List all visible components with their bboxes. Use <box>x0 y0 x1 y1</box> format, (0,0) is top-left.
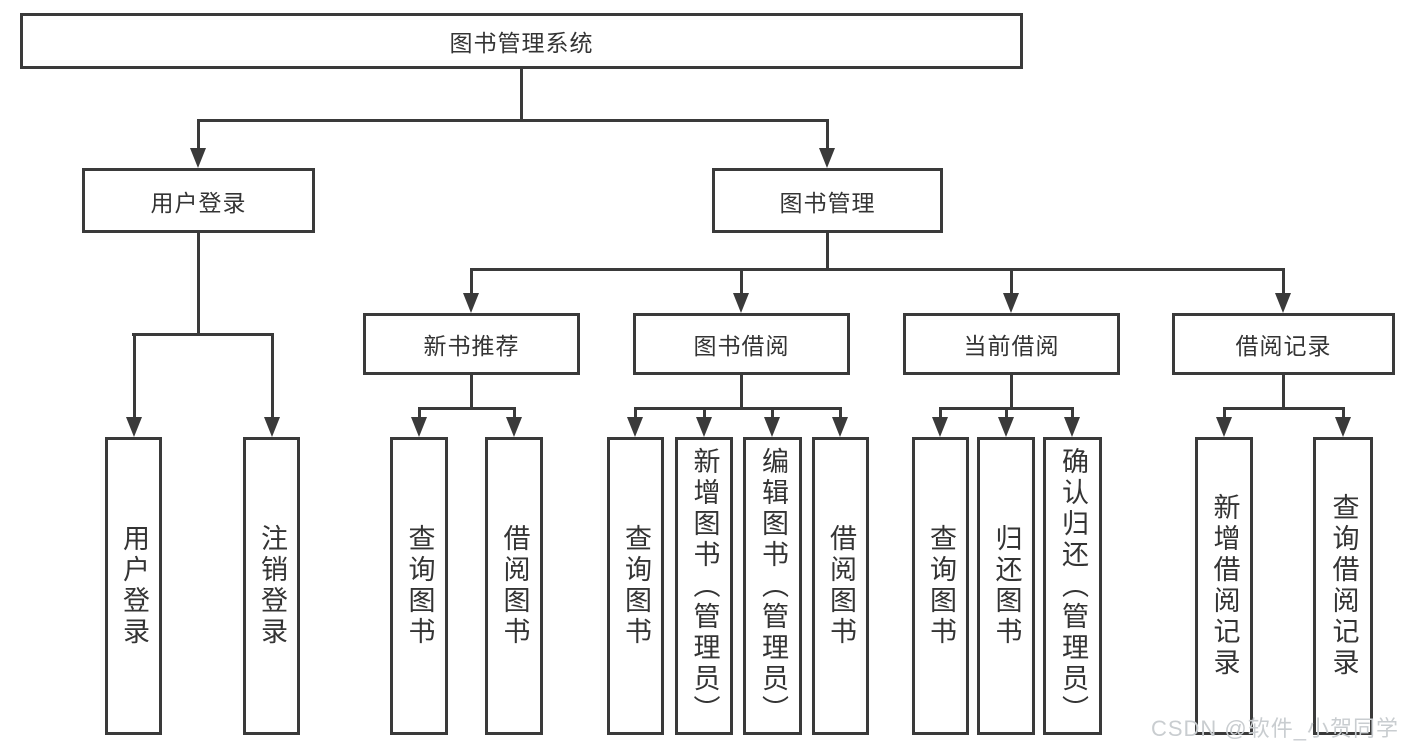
leaf-label: 注销登录 <box>257 524 287 648</box>
connector-userlogin-bar <box>132 333 273 336</box>
node-current-borrow: 当前借阅 <box>903 313 1120 375</box>
connector-g0-stem <box>470 375 473 409</box>
connector-g3-bar <box>1223 407 1344 410</box>
arrow-down-icon <box>932 417 948 437</box>
connector-arrow-shaft <box>1005 407 1008 419</box>
connector-arrow-shaft <box>1282 268 1285 295</box>
connector-arrow-shaft <box>470 268 473 295</box>
leaf-user-login: 用户登录 <box>105 437 162 735</box>
node-book-management: 图书管理 <box>712 168 943 233</box>
connector-g1-stem <box>740 375 743 409</box>
connector-arrow-shaft <box>1010 268 1013 295</box>
connector-root-bar <box>197 119 829 122</box>
leaf-return-book: 归还图书 <box>977 437 1035 735</box>
connector-g2-stem <box>1010 375 1013 409</box>
arrow-down-icon <box>506 417 522 437</box>
arrow-down-icon <box>696 417 712 437</box>
leaf-label: 编辑图书（管理员） <box>758 446 788 726</box>
leaf-label: 借阅图书 <box>499 524 530 648</box>
node-borrow-records: 借阅记录 <box>1172 313 1395 375</box>
connector-root-stem <box>520 68 523 120</box>
connector-arrow-shaft <box>513 407 516 419</box>
arrow-down-icon <box>264 417 280 437</box>
leaf-edit-book-admin: 编辑图书（管理员） <box>743 437 802 735</box>
arrow-down-icon <box>819 148 835 168</box>
connector-arrow-shaft <box>197 119 200 150</box>
arrow-down-icon <box>463 293 479 313</box>
arrow-down-icon <box>1335 417 1351 437</box>
leaf-query-books-recommend: 查询图书 <box>390 437 448 735</box>
connector-arrow-shaft <box>1071 407 1074 419</box>
leaf-label: 新增借阅记录 <box>1209 493 1240 679</box>
node-user-login: 用户登录 <box>82 168 315 233</box>
connector-arrow-shaft <box>939 407 942 419</box>
leaf-label: 查询借阅记录 <box>1328 493 1359 679</box>
node-book-borrow: 图书借阅 <box>633 313 850 375</box>
leaf-label: 查询图书 <box>404 524 435 648</box>
arrow-down-icon <box>764 417 780 437</box>
leaf-add-book-admin: 新增图书（管理员） <box>675 437 733 735</box>
connector-arrow-shaft <box>826 119 829 150</box>
connector-arrow-shaft <box>740 268 743 295</box>
arrow-down-icon <box>627 417 643 437</box>
leaf-query-books-current: 查询图书 <box>912 437 969 735</box>
leaf-query-books-borrow: 查询图书 <box>607 437 664 735</box>
connector-arrow-shaft <box>133 333 136 419</box>
leaf-add-borrow-record: 新增借阅记录 <box>1195 437 1253 735</box>
connector-arrow-shaft <box>271 333 274 419</box>
arrow-down-icon <box>998 417 1014 437</box>
connector-g3-stem <box>1282 375 1285 409</box>
arrow-down-icon <box>733 293 749 313</box>
leaf-label: 查询图书 <box>621 524 651 648</box>
leaf-logout: 注销登录 <box>243 437 300 735</box>
arrow-down-icon <box>411 417 427 437</box>
arrow-down-icon <box>832 417 848 437</box>
connector-g0-bar <box>418 407 515 410</box>
watermark: CSDN @软件_小贺同学 <box>1150 716 1399 741</box>
connector-userlogin-stem <box>197 233 200 335</box>
connector-arrow-shaft <box>703 407 706 419</box>
connector-g1-bar <box>634 407 842 410</box>
node-new-book-recommend: 新书推荐 <box>363 313 580 375</box>
connector-bookmgmt-stem <box>826 233 829 270</box>
leaf-query-borrow-record: 查询借阅记录 <box>1313 437 1373 735</box>
leaf-label: 归还图书 <box>991 524 1022 648</box>
leaf-borrow-books: 借阅图书 <box>812 437 869 735</box>
leaf-label: 确认归还（管理员） <box>1058 446 1088 726</box>
arrow-down-icon <box>126 417 142 437</box>
connector-arrow-shaft <box>1223 407 1226 419</box>
leaf-confirm-return-admin: 确认归还（管理员） <box>1043 437 1102 735</box>
leaf-label: 借阅图书 <box>826 524 856 648</box>
connector-arrow-shaft <box>634 407 637 419</box>
arrow-down-icon <box>190 148 206 168</box>
arrow-down-icon <box>1064 417 1080 437</box>
connector-arrow-shaft <box>1342 407 1345 419</box>
leaf-label: 用户登录 <box>119 524 149 648</box>
leaf-label: 新增图书（管理员） <box>689 446 720 726</box>
leaf-borrow-books-recommend: 借阅图书 <box>485 437 543 735</box>
leaf-label: 查询图书 <box>926 524 956 648</box>
connector-arrow-shaft <box>418 407 421 419</box>
connector-arrow-shaft <box>839 407 842 419</box>
arrow-down-icon <box>1003 293 1019 313</box>
connector-bookmgmt-bar <box>470 268 1284 271</box>
arrow-down-icon <box>1216 417 1232 437</box>
connector-arrow-shaft <box>771 407 774 419</box>
arrow-down-icon <box>1275 293 1291 313</box>
node-root-system: 图书管理系统 <box>20 13 1023 69</box>
